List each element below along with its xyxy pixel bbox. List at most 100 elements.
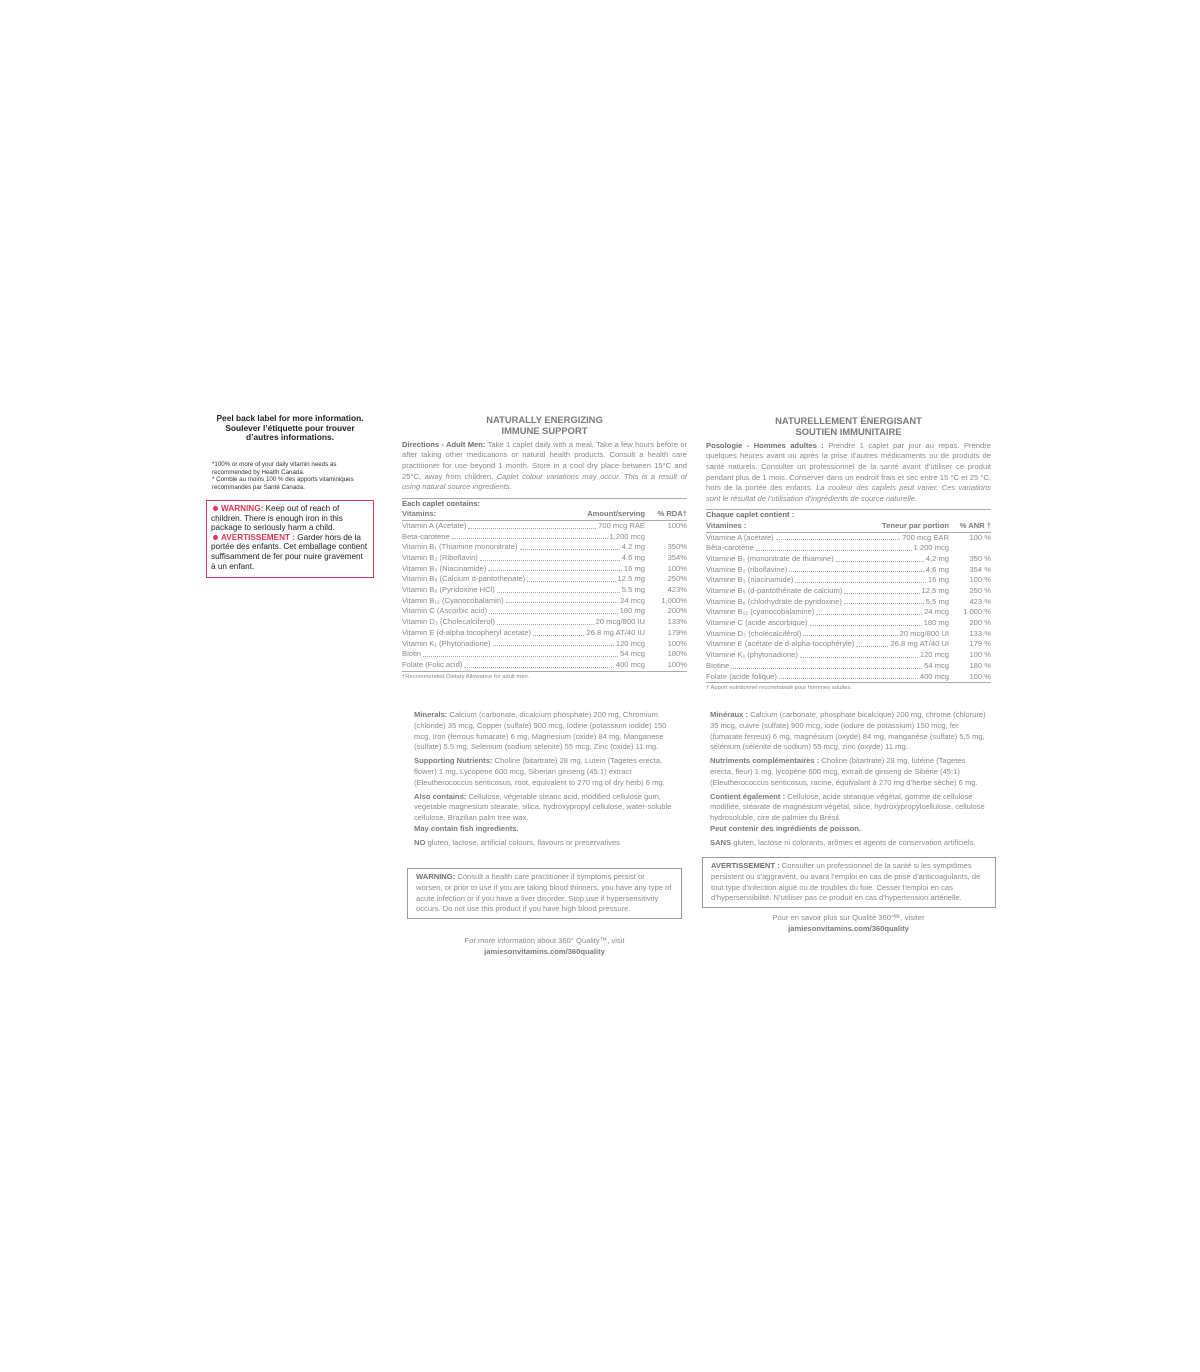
col-amount: Amount/serving — [587, 509, 645, 519]
vitamin-amount: 180 mg — [923, 618, 949, 628]
vitamin-name: Vitamin B₂ (Riboflavin) — [402, 553, 478, 563]
vitamin-percent — [645, 532, 687, 543]
leader-dots — [492, 639, 614, 647]
vitamin-percent: 100% — [667, 520, 687, 530]
col-amount: Teneur par portion — [882, 520, 949, 530]
table-row: Vitamine D₃ (cholécalciférol) 20 mcg/800 … — [706, 629, 991, 640]
also-label: Also contains: — [414, 791, 467, 801]
warning-fr: AVERTISSEMENT : Garder hors de la portée… — [211, 533, 369, 571]
more-info-text: For more information about 360° Quality™… — [464, 936, 625, 945]
also-contains: Also contains: Cellulose, vegetable stea… — [414, 792, 674, 824]
vitamin-amount: 1,200 mcg — [609, 531, 645, 541]
also-text: Cellulose, acide stéarique végétal, gomm… — [710, 791, 985, 823]
leader-dots — [835, 554, 924, 562]
vitamin-percent — [949, 543, 991, 554]
leader-dots — [775, 533, 901, 541]
leader-dots — [496, 585, 620, 593]
leader-dots — [527, 574, 616, 583]
supporting-label: Supporting Nutrients: — [414, 756, 493, 766]
vitamin-name: Vitamin B₁₂ (Cyanocobalamin) — [402, 595, 504, 605]
vitamin-name: Bêta-carotène — [706, 543, 754, 553]
leader-dots — [533, 628, 585, 636]
table-row: Bêta-carotène 1 200 mcg — [706, 543, 991, 554]
vitamin-name: Vitamin C (Ascorbic acid) — [402, 606, 488, 616]
anr-footnote: † Apport nutritionnel recommandé pour ho… — [706, 685, 852, 692]
product-title: NATURALLY ENERGIZING — [486, 414, 603, 425]
warning-text: Consult a health care practitioner if sy… — [416, 872, 672, 914]
supporting-label: Nutriments complémentaires : — [710, 756, 820, 766]
vitamin-name: Vitamine D₃ (cholécalciférol) — [706, 628, 802, 638]
vitamin-name: Biotin — [402, 649, 421, 659]
vitamin-percent: 250 % — [969, 586, 991, 595]
leader-dots — [479, 553, 620, 561]
vitamin-amount: 400 mcg — [615, 659, 645, 669]
vitamin-amount: 20 mcg/800 UI — [899, 628, 949, 638]
quality-url[interactable]: jamiesonvitamins.com/360quality — [484, 946, 605, 956]
vitamin-amount: 120 mcg — [919, 650, 949, 660]
vitamin-name: Vitamine B₆ (chlorhydrate de pyridoxine) — [706, 596, 842, 606]
leader-dots — [856, 639, 889, 648]
no-label: SANS — [710, 837, 732, 847]
vitamin-amount: 1 200 mcg — [913, 543, 949, 553]
vitamin-percent: 179 % — [969, 639, 991, 649]
each-caplet-heading: Chaque caplet contient : — [706, 510, 795, 520]
english-warning-box: WARNING: Consult a health care practitio… — [407, 868, 682, 920]
vitamin-percent: 100 % — [969, 671, 991, 681]
vitamin-percent: 1,000% — [661, 595, 687, 605]
no-text: gluten, lactose, artificial colours, fla… — [425, 837, 620, 847]
vitamin-amount: 4.6 mg — [621, 553, 645, 563]
vitamin-amount: 4,2 mg — [925, 553, 949, 563]
vitamin-amount: 16 mg — [927, 575, 949, 585]
directions: Directions - Adult Men: Take 1 caplet da… — [402, 440, 687, 493]
vitamin-name: Beta-carotene — [402, 531, 450, 541]
quality-url[interactable]: jamiesonvitamins.com/360quality — [788, 923, 909, 933]
vitamin-name: Vitamine A (acétate) — [706, 532, 774, 542]
col-percent: % RDA† — [657, 509, 687, 519]
vitamin-percent: 133% — [667, 617, 687, 627]
col-vitamins: Vitamins: — [402, 509, 437, 519]
minerals: Minéraux : Calcium (carbonate, phosphate… — [710, 710, 986, 753]
col-percent: % ANR † — [959, 520, 991, 530]
each-caplet-heading: Each caplet contains: — [402, 498, 481, 508]
warning-label: WARNING: — [416, 872, 456, 881]
leader-dots — [843, 597, 924, 605]
vitamin-name: Vitamine B₁₂ (cyanocobalamine) — [706, 607, 815, 617]
nutrition-table: Chaque caplet contient : Vitamines : Ten… — [706, 509, 991, 692]
minerals-text: Calcium (carbonate, phosphate bicalcique… — [710, 710, 986, 752]
vitamin-name: Vitamin D₃ (Cholecalciferol) — [402, 617, 495, 627]
leader-dots — [799, 650, 918, 658]
french-ingredients: Minéraux : Calcium (carbonate, phosphate… — [710, 710, 986, 852]
leader-dots — [489, 606, 618, 615]
product-subtitle: IMMUNE SUPPORT — [501, 425, 588, 437]
child-warning-box: WARNING: Keep out of reach of children. … — [206, 500, 374, 578]
leader-dots — [755, 543, 912, 551]
minerals-text: Calcium (carbonate, dicalcium phosphate)… — [414, 710, 667, 752]
vitamin-amount: 400 mcg — [919, 671, 949, 681]
supporting-text: Choline (bitartrate) 28 mg, lutéine (Tag… — [710, 756, 978, 787]
table-row: Beta-carotene 1,200 mcg — [402, 532, 687, 543]
leader-dots — [519, 542, 620, 551]
also-label: Contient également : — [710, 791, 786, 801]
peel-line: Peel back label for more information. — [216, 413, 364, 423]
vitamin-name: Vitamine B₅ (d-pantothénate de calcium) — [706, 586, 843, 595]
nutrition-table: Each caplet contains: Vitamins: Amount/s… — [402, 497, 687, 681]
bullet-icon — [213, 534, 218, 540]
leader-dots — [809, 618, 922, 626]
daily-needs-footnote: *100% or more of your daily vitamin need… — [212, 461, 377, 491]
directions: Posologie - Hommes adultes : Prendre 1 c… — [706, 441, 991, 505]
vitamin-amount: 54 mcg — [620, 649, 645, 659]
minerals-label: Minéraux : — [710, 710, 748, 719]
vitamin-percent: 423% — [667, 585, 687, 595]
french-warning-box: AVERTISSEMENT : Consulter un professionn… — [702, 857, 996, 909]
supporting-text: Choline (bitartrate) 28 mg, Lutein (Tage… — [414, 756, 665, 787]
